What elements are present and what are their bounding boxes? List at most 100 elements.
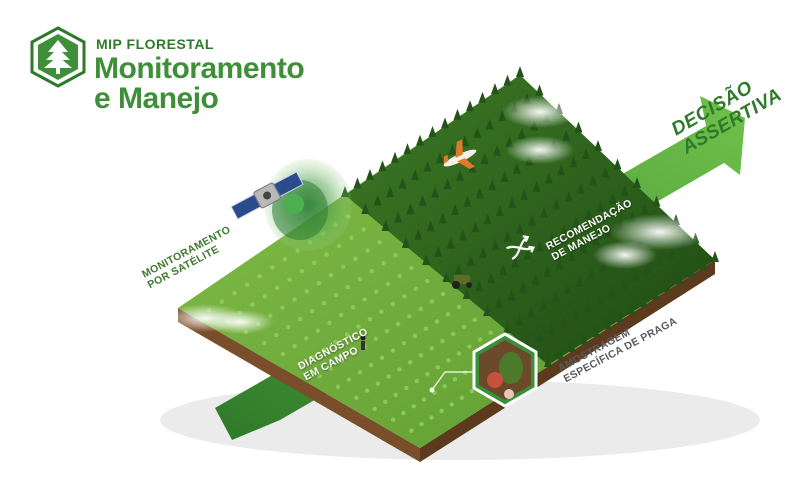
- tree: [584, 208, 593, 220]
- tree: [543, 265, 552, 277]
- tree: [564, 190, 573, 202]
- seedling: [402, 294, 407, 299]
- satellite-icon: [230, 171, 304, 220]
- seedling: [333, 293, 339, 298]
- tree: [555, 348, 564, 360]
- clouds: [165, 96, 710, 334]
- tree: [627, 303, 636, 315]
- tree: [675, 273, 684, 285]
- tree: [607, 285, 616, 297]
- seedling: [312, 260, 317, 266]
- tree: [485, 118, 494, 130]
- seedling: [446, 358, 451, 363]
- satellite-coverage: [264, 159, 352, 251]
- tree: [515, 222, 524, 234]
- tree: [361, 203, 370, 214]
- seedling: [292, 297, 297, 302]
- tree: [547, 232, 556, 244]
- tree: [428, 126, 437, 137]
- seedling: [274, 285, 280, 291]
- tree: [595, 293, 604, 305]
- tree: [480, 153, 489, 165]
- tree: [491, 238, 500, 250]
- tree: [393, 211, 402, 223]
- seedling: [461, 324, 467, 330]
- seedling: [375, 381, 381, 386]
- tree: [451, 204, 460, 215]
- seedling: [303, 336, 309, 341]
- seedling: [292, 344, 297, 349]
- tree: [523, 248, 532, 260]
- tree: [500, 171, 509, 182]
- tree: [572, 216, 581, 228]
- seedling: [429, 415, 434, 420]
- seedling: [280, 351, 285, 357]
- seedling: [367, 317, 373, 322]
- tree: [599, 260, 608, 272]
- tree: [478, 91, 487, 103]
- seedling: [365, 248, 370, 253]
- seedling: [297, 316, 303, 322]
- tree: [631, 270, 640, 282]
- tree: [378, 160, 387, 172]
- tree: [381, 220, 390, 231]
- seedling: [357, 370, 363, 375]
- tree: [493, 144, 502, 156]
- tree: [448, 143, 457, 155]
- tree: [576, 182, 585, 194]
- seedling: [409, 265, 414, 271]
- tree: [519, 281, 528, 293]
- seedling: [452, 377, 458, 382]
- tree: [434, 245, 443, 257]
- seedling: [339, 312, 344, 318]
- seedling: [274, 332, 279, 338]
- seedling: [351, 351, 356, 356]
- tree: [615, 311, 624, 322]
- seedling: [477, 337, 483, 342]
- tree: [483, 213, 492, 225]
- tree: [438, 212, 447, 224]
- tree: [608, 192, 617, 204]
- seedling: [429, 299, 435, 304]
- seedling: [456, 304, 462, 310]
- seedling: [349, 235, 354, 241]
- seedling: [472, 317, 477, 322]
- tree: [571, 308, 580, 320]
- tree: [391, 151, 399, 163]
- seedling: [488, 330, 493, 335]
- seedling: [379, 355, 385, 360]
- seedling: [270, 265, 275, 270]
- tree: [527, 306, 536, 318]
- seedling: [384, 329, 390, 334]
- seedling: [304, 289, 309, 294]
- tree: [491, 83, 499, 95]
- seedling: [324, 252, 329, 257]
- seedling: [379, 309, 384, 314]
- seedling: [412, 333, 418, 339]
- seedling: [316, 280, 322, 286]
- seedling: [262, 340, 267, 346]
- tree: [567, 341, 576, 352]
- seedling: [469, 389, 475, 394]
- tree: [435, 152, 444, 164]
- seedling: [401, 410, 406, 416]
- tree: [667, 247, 676, 259]
- seedling: [395, 321, 401, 326]
- tree: [551, 291, 560, 303]
- tree: [663, 281, 672, 292]
- seedling: [442, 383, 447, 389]
- tree: [687, 266, 696, 277]
- seedling: [434, 319, 440, 324]
- seedling: [327, 320, 332, 326]
- tree: [459, 229, 468, 241]
- seedling: [280, 305, 285, 310]
- seedling: [401, 341, 407, 346]
- forest-logo-icon: [30, 26, 86, 88]
- tree: [574, 121, 583, 133]
- tree: [441, 117, 449, 129]
- tree: [699, 258, 708, 270]
- tree: [373, 194, 382, 206]
- seedling: [350, 305, 356, 310]
- seedling: [250, 302, 255, 307]
- tree: [540, 206, 549, 218]
